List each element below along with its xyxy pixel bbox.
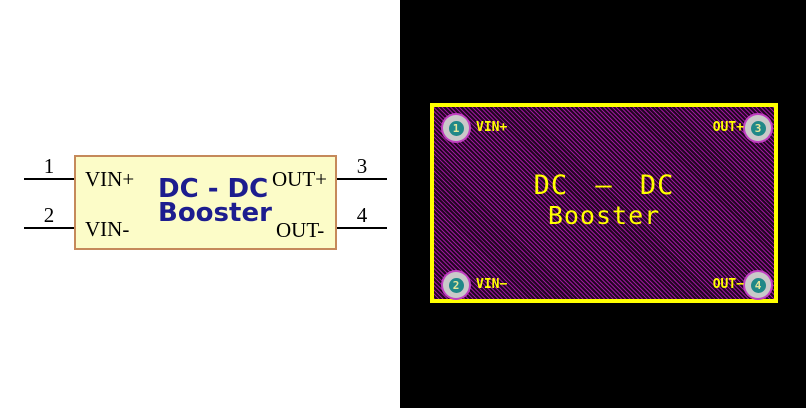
pin-wire-2[interactable] [24,227,74,229]
footprint-title-line1: DC — DC [533,170,675,201]
pin-number-2: 2 [43,203,55,227]
pad-label-vin-minus: VIN− [476,277,508,292]
pin-wire-1[interactable] [24,178,74,180]
footprint-panel: DC — DC Booster 1 3 2 4 VIN+ OUT+ VIN− O… [400,0,806,408]
pad-3-number: 3 [750,120,766,136]
pin-label-vin-plus: VIN+ [85,167,135,191]
pin-label-out-minus: OUT- [276,218,325,242]
pin-number-3: 3 [356,154,368,178]
footprint-body[interactable]: DC — DC Booster 1 3 2 4 VIN+ OUT+ VIN− O… [430,103,778,303]
pin-label-out-plus: OUT+ [272,167,328,191]
footprint-title: DC — DC Booster [434,171,774,229]
pad-label-vin-plus: VIN+ [476,120,508,135]
pad-3[interactable]: 3 [745,115,771,141]
pad-label-out-minus: OUT− [712,277,744,292]
pad-2-number: 2 [448,277,464,293]
pad-4-number: 4 [750,277,766,293]
pin-number-4: 4 [356,203,368,227]
pin-wire-3[interactable] [337,178,387,180]
schematic-panel: 1 2 3 4 VIN+ VIN- OUT+ OUT- DC - DC Boos… [0,0,400,408]
pad-label-out-plus: OUT+ [712,120,744,135]
pad-1-number: 1 [448,120,464,136]
pad-4[interactable]: 4 [745,272,771,298]
pad-2[interactable]: 2 [443,272,469,298]
pin-wire-4[interactable] [337,227,387,229]
pad-1[interactable]: 1 [443,115,469,141]
pin-label-vin-minus: VIN- [85,217,130,241]
schematic-title-line1: DC - DC [158,174,269,204]
pin-number-1: 1 [43,154,55,178]
schematic-title-line2: Booster [158,198,272,228]
schematic-title: DC - DC Booster [158,174,278,228]
footprint-title-line2: Booster [547,201,661,230]
schematic-symbol-body[interactable] [74,155,337,250]
